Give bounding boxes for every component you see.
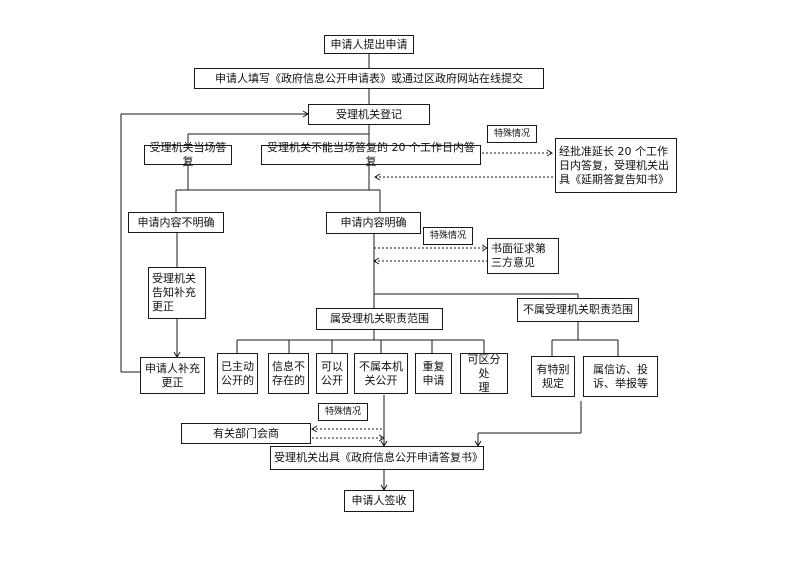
node-can-public: 可以 公开: [316, 353, 348, 394]
node-in-scope: 属受理机关职责范围: [316, 308, 443, 330]
node-special-1: 特殊情况: [487, 125, 537, 143]
node-fill-form: 申请人填写《政府信息公开申请表》或通过区政府网站在线提交: [194, 68, 544, 89]
node-notify-supplement: 受理机关 告知补充 更正: [148, 267, 206, 319]
node-third-party: 书面征求第 三方意见: [487, 238, 559, 274]
arrowhead: [546, 149, 553, 157]
node-partial: 可区分处 理: [460, 353, 508, 394]
node-apply: 申请人提出申请: [324, 35, 414, 54]
node-consult: 有关部门会商: [181, 423, 311, 444]
node-register: 受理机关登记: [308, 104, 430, 125]
node-clear: 申请内容明确: [326, 212, 421, 234]
node-supplement: 申请人补充 更正: [140, 357, 205, 394]
node-petition: 属信访、投 诉、举报等: [583, 356, 658, 397]
node-not-public: 不属本机 关公开: [354, 353, 408, 394]
arrowhead: [311, 425, 318, 433]
node-unclear: 申请内容不明确: [128, 212, 224, 233]
arrowhead: [378, 434, 385, 442]
arrowhead: [374, 173, 381, 181]
node-special-3: 特殊情况: [318, 403, 368, 421]
node-special-rules: 有特别 规定: [531, 356, 575, 397]
node-special-2: 特殊情况: [423, 227, 473, 245]
node-not-exist: 信息不 存在的: [268, 353, 309, 394]
node-out-scope: 不属受理机关职责范围: [517, 298, 639, 322]
node-repeat-apply: 重复 申请: [415, 353, 452, 394]
node-answer-20days: 受理机关不能当场答复的 20 个工作日内答复: [261, 141, 481, 168]
node-answer-on-spot: 受理机关当场答复: [144, 141, 232, 168]
arrowhead: [373, 257, 380, 265]
node-already-public: 已主动 公开的: [217, 353, 258, 394]
node-extend: 经批准延长 20 个工作日内答复，受理机关出具《延期答复告知书》: [555, 138, 677, 193]
node-sign: 申请人签收: [344, 490, 414, 512]
node-reply: 受理机关出具《政府信息公开申请答复书》: [270, 446, 484, 470]
